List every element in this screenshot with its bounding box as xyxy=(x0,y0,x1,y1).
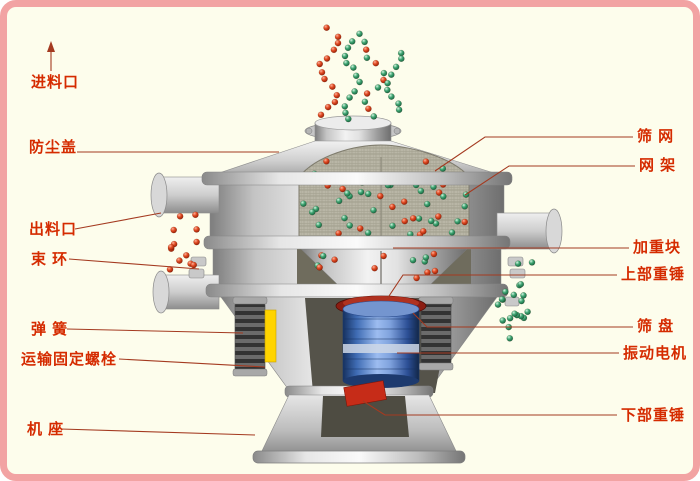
leader-discharge-outlet xyxy=(74,212,162,230)
label-transport-fixing-bolt: 运输固定螺栓 xyxy=(21,351,118,368)
clamp-bracket xyxy=(504,296,520,307)
feed-inlet-part xyxy=(304,115,402,146)
transport-bolt-part xyxy=(264,309,277,363)
leader-sieve-mesh xyxy=(434,136,633,172)
label-sieve-plate: 筛 盘 xyxy=(637,318,675,335)
label-clamp-ring: 束 环 xyxy=(31,251,69,268)
leader-lower-hammer xyxy=(362,400,617,416)
leader-mesh-frame xyxy=(464,165,635,196)
particles-on-sieve-plate xyxy=(314,250,439,282)
label-weight-block: 加重块 xyxy=(633,239,682,256)
label-upper-weight-hammer: 上部重锤 xyxy=(621,266,686,283)
label-mesh-frame: 网 架 xyxy=(639,157,677,174)
clamp-bracket xyxy=(188,268,205,279)
leader-clamp-ring xyxy=(68,258,200,270)
lower-rim-band xyxy=(205,283,509,298)
leader-upper-hammer xyxy=(386,274,617,300)
particles-left-outlet xyxy=(166,211,200,273)
leader-lines xyxy=(47,41,635,436)
leader-sieve-plate xyxy=(412,312,633,328)
machine-body xyxy=(150,24,563,464)
leader-transport-bolt xyxy=(118,358,266,368)
machine-illustration xyxy=(47,24,635,464)
label-discharge-outlet: 出料口 xyxy=(29,221,78,238)
label-vibration-motor: 振动电机 xyxy=(623,345,688,362)
leader-spring xyxy=(66,328,244,334)
base-cutaway xyxy=(321,396,409,437)
label-spring: 弹 簧 xyxy=(31,321,69,338)
vibration-motor-part xyxy=(342,300,420,388)
label-lower-weight-hammer: 下部重锤 xyxy=(621,407,686,424)
particles-feed-stream xyxy=(316,24,405,123)
upper-rim-band xyxy=(201,171,513,186)
spring-left-part xyxy=(232,296,268,377)
base-part xyxy=(252,385,466,464)
label-base: 机 座 xyxy=(27,421,65,438)
right-outlet-part xyxy=(496,208,563,254)
clamp-bracket xyxy=(509,268,526,279)
label-sieve-mesh: 筛 网 xyxy=(637,128,675,145)
bolt-icon xyxy=(305,127,313,135)
mid-rim-band xyxy=(203,235,511,250)
particles-right-outlet xyxy=(494,259,536,342)
leader-base xyxy=(60,428,256,436)
label-dust-cover: 防尘盖 xyxy=(29,139,78,156)
bolt-icon xyxy=(393,127,401,135)
leader-feed-inlet-arrow xyxy=(47,41,55,52)
label-feed-inlet: 进料口 xyxy=(31,74,80,91)
spring-right-part xyxy=(418,296,454,371)
